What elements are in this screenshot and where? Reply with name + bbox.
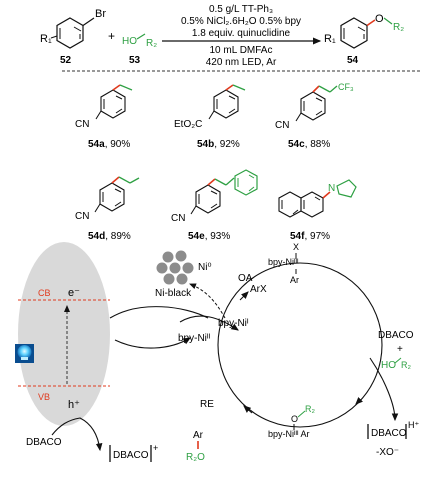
54c-label: 54c, 88% bbox=[288, 139, 330, 150]
hole-label: h⁺ bbox=[68, 399, 80, 411]
ni-black-particles bbox=[156, 250, 194, 285]
product-54c: CF₃ CN 54c, 88% bbox=[275, 82, 354, 150]
54d-label: 54d, 89% bbox=[88, 231, 131, 242]
ni-iii-o-label: O bbox=[291, 414, 298, 424]
condition-light: 420 nm LED, Ar bbox=[206, 57, 277, 68]
plus-sign: + bbox=[108, 29, 115, 43]
reactant-53: HO R₂ 53 bbox=[122, 33, 157, 66]
54a-substituent: CN bbox=[75, 119, 89, 130]
cb-label: CB bbox=[38, 288, 51, 298]
reactant-52-number: 52 bbox=[60, 55, 72, 66]
54c-cf3: CF₃ bbox=[338, 82, 354, 92]
dbaco-h-salt: DBACO H⁺ -XO⁻ bbox=[367, 420, 419, 458]
ni-iii-x-complex: X bpy-Niᴵᴵᴵ Ar bbox=[268, 242, 299, 285]
ether-product: Ar R₂O bbox=[186, 430, 205, 463]
reactant-52: Br R₁ 52 bbox=[40, 8, 106, 66]
54f-label: 54f, 97% bbox=[290, 231, 330, 242]
condition-catalyst: 0.5 g/L TT-Ph₃ bbox=[209, 4, 273, 15]
electron-label: e⁻ bbox=[68, 287, 80, 299]
arx-label: ArX bbox=[250, 284, 267, 295]
light-bulb-icon bbox=[15, 344, 34, 363]
product-54d: CN 54d, 89% bbox=[75, 176, 140, 242]
product-54e: CN 54e, 93% bbox=[171, 169, 258, 242]
ni-iii-alkoxide-complex: O R₂ bpy-Niᴵᴵᴵ Ar bbox=[268, 404, 315, 439]
dbaco-top: DBACO bbox=[378, 330, 414, 341]
product-r1: R₁ bbox=[324, 33, 336, 45]
bpy-ni-i: bpy-Niᴵ bbox=[218, 318, 249, 329]
condition-nickel: 0.5% NiCl₂.6H₂O 0.5% bpy bbox=[181, 16, 301, 27]
decomposition-arrow bbox=[189, 283, 226, 319]
bpy-ni-ii: bpy-Niᴵᴵ bbox=[178, 333, 211, 344]
product-r2: R₂ bbox=[393, 22, 404, 33]
54d-substituent: CN bbox=[75, 211, 89, 222]
xo-minus-label: -XO⁻ bbox=[376, 447, 399, 458]
alcohol-activation: DBACO + HO R₂ bbox=[369, 330, 414, 422]
product-54a: CN 54a, 90% bbox=[75, 84, 133, 150]
x-label: X bbox=[293, 242, 299, 252]
bromine-label: Br bbox=[95, 8, 106, 20]
dbaco-plus: + bbox=[397, 344, 403, 355]
ni-ii-arrow bbox=[114, 337, 191, 349]
reduction-arrow bbox=[179, 315, 239, 331]
dbaco-radical-cation: DBACO bbox=[113, 450, 149, 461]
oxidative-addition-label: OA bbox=[238, 273, 253, 284]
reactant-53-number: 53 bbox=[129, 55, 141, 66]
54f-nitrogen: N bbox=[328, 183, 335, 194]
54e-label: 54e, 93% bbox=[188, 231, 230, 242]
product-54-number: 54 bbox=[347, 55, 359, 66]
ho-label: HO bbox=[122, 36, 137, 47]
photocatalyst-particle: CB VB e⁻ h⁺ bbox=[18, 242, 110, 426]
reductive-elimination-label: RE bbox=[200, 399, 214, 410]
r2-label: R₂ bbox=[146, 38, 157, 49]
54c-substituent: CN bbox=[275, 120, 289, 131]
54e-substituent: CN bbox=[171, 213, 185, 224]
radical-plus: + bbox=[153, 443, 158, 453]
dbaco-bottom: DBACO bbox=[26, 437, 62, 448]
catalytic-cycle bbox=[217, 262, 383, 428]
product-54f: N 54f, 97% bbox=[278, 179, 357, 242]
ni0-label: Ni⁰ bbox=[198, 262, 211, 273]
alcohol-r2: R₂ bbox=[401, 360, 411, 370]
electron-transfer-curve bbox=[109, 306, 209, 319]
54b-substituent: EtO₂C bbox=[174, 119, 202, 130]
dbaco-h-plus: H⁺ bbox=[408, 420, 419, 430]
bpy-ni-iii-ar: bpy-Niᴵᴵᴵ Ar bbox=[268, 429, 310, 439]
alcohol-ho: HO bbox=[381, 360, 396, 371]
condition-base: 1.8 equiv. quinuclidine bbox=[192, 28, 291, 39]
condition-solvent: 10 mL DMFAc bbox=[210, 45, 273, 56]
product-r2o: R₂O bbox=[186, 452, 205, 463]
bpy-ni-iii-x: bpy-Niᴵᴵᴵ bbox=[268, 257, 299, 267]
ni-black-label: Ni-black bbox=[155, 288, 192, 299]
product-54b: EtO₂C 54b, 92% bbox=[174, 84, 246, 150]
product-54: O R₂ R₁ 54 bbox=[324, 13, 404, 66]
vb-label: VB bbox=[38, 392, 50, 402]
54b-label: 54b, 92% bbox=[197, 139, 240, 150]
reaction-conditions: 0.5 g/L TT-Ph₃ 0.5% NiCl₂.6H₂O 0.5% bpy … bbox=[162, 4, 322, 68]
product-oxygen: O bbox=[375, 13, 384, 25]
ni-iii-r2-label: R₂ bbox=[305, 404, 315, 414]
ar-label: Ar bbox=[290, 275, 299, 285]
product-ar: Ar bbox=[193, 430, 204, 441]
54a-label: 54a, 90% bbox=[88, 139, 130, 150]
dbaco-oxidation: DBACO DBACO + bbox=[26, 417, 158, 462]
dbaco-h-label: DBACO bbox=[371, 428, 407, 439]
r1-label: R₁ bbox=[40, 33, 52, 45]
